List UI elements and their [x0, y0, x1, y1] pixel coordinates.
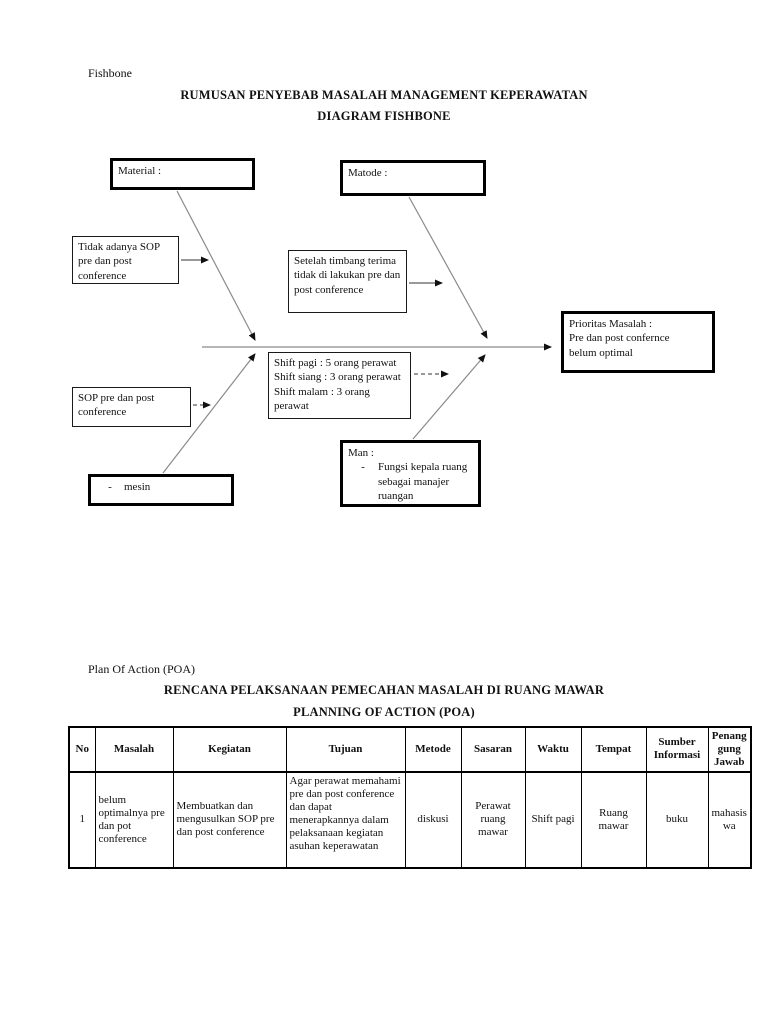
col-header-metode: Metode: [404, 726, 462, 773]
poa-table: No Masalah Kegiatan Tujuan Metode Sasara…: [68, 726, 752, 869]
shift-line3: Shift malam : 3 orang perawat: [274, 385, 370, 412]
fishbone-section-label: Fishbone: [88, 66, 133, 80]
fishbone-title-line1: RUMUSAN PENYEBAB MASALAH MANAGEMENT KEPE…: [180, 88, 588, 102]
mesin-bullet-dash: -: [108, 481, 112, 493]
tidak-sop-cause-box: Tidak adanya SOP pre dan post conference: [72, 236, 179, 284]
cell-no: 1: [68, 771, 96, 869]
prioritas-line3: belum optimal: [569, 346, 633, 359]
col-header-masalah: Masalah: [94, 726, 174, 773]
col-header-waktu: Waktu: [524, 726, 582, 773]
man-title: Man :: [348, 447, 374, 459]
setelah-text: Setelah timbang terima tidak di lakukan …: [294, 255, 401, 296]
poa-section-label: Plan Of Action (POA): [88, 662, 195, 676]
mesin-label: mesin: [124, 481, 151, 493]
cell-masalah: belum optimalnya pre dan pot conference: [94, 771, 174, 869]
man-branch-line: [412, 354, 486, 440]
col-header-kegiatan: Kegiatan: [172, 726, 287, 773]
cell-kegiatan: Membuatkan dan mengusulkan SOP pre dan p…: [172, 771, 287, 869]
prioritas-masalah-box: Prioritas Masalah : Pre dan post confern…: [561, 311, 715, 373]
col-header-sasaran: Sasaran: [460, 726, 526, 773]
cell-waktu: Shift pagi: [524, 771, 582, 869]
material-category-box: Material :: [110, 158, 255, 190]
col-header-penanggung-jawab: Penang gung Jawab: [707, 726, 752, 773]
cell-penanggung-jawab: mahasis wa: [707, 771, 752, 869]
cell-tujuan: Agar perawat memahami pre dan post confe…: [285, 771, 406, 869]
shift-line2: Shift siang : 3 orang perawat: [274, 371, 401, 384]
cell-sasaran: Perawat ruang mawar: [460, 771, 526, 869]
cell-metode: diskusi: [404, 771, 462, 869]
col-header-sumber-informasi: Sumber Informasi: [645, 726, 709, 773]
matode-label: Matode :: [348, 167, 388, 179]
col-header-no: No: [68, 726, 96, 773]
mesin-branch-line: [162, 353, 256, 474]
tidak-sop-text: Tidak adanya SOP pre dan post conference: [78, 241, 160, 282]
fishbone-diagram-lines: [162, 190, 552, 474]
cell-sumber-informasi: buku: [645, 771, 709, 869]
material-branch-line: [176, 190, 256, 341]
poa-title-line2: PLANNING OF ACTION (POA): [293, 705, 475, 719]
matode-branch-line: [408, 196, 488, 339]
man-item-text: Fungsi kepala ruang sebagai manajer ruan…: [378, 461, 468, 502]
poa-header-row: No Masalah Kegiatan Tujuan Metode Sasara…: [68, 726, 752, 773]
man-bullet-dash: -: [361, 461, 365, 474]
prioritas-line1: Prioritas Masalah :: [569, 318, 653, 330]
setelah-cause-box: Setelah timbang terima tidak di lakukan …: [288, 250, 407, 313]
shift-cause-box: Shift pagi : 5 orang perawat Shift siang…: [268, 352, 411, 419]
prioritas-line2: Pre dan post confernce: [569, 332, 670, 345]
cell-tempat: Ruang mawar: [580, 771, 647, 869]
col-header-tujuan: Tujuan: [285, 726, 406, 773]
matode-category-box: Matode :: [340, 160, 486, 196]
col-header-tempat: Tempat: [580, 726, 647, 773]
material-label: Material :: [118, 165, 162, 177]
mesin-category-box: - mesin: [88, 474, 234, 506]
poa-title-line1: RENCANA PELAKSANAAN PEMECAHAN MASALAH DI…: [163, 683, 605, 697]
poa-data-row: 1 belum optimalnya pre dan pot conferenc…: [68, 771, 752, 869]
sop-cause-box: SOP pre dan post conference: [72, 387, 191, 427]
man-category-box: Man : - Fungsi kepala ruang sebagai mana…: [340, 440, 481, 507]
fishbone-title-line2: DIAGRAM FISHBONE: [317, 109, 451, 123]
sop-text: SOP pre dan post conference: [78, 392, 155, 419]
shift-line1: Shift pagi : 5 orang perawat: [274, 357, 397, 369]
